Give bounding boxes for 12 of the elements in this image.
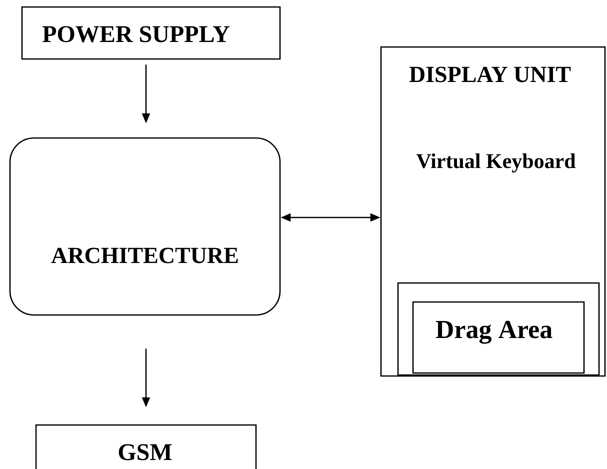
display-box [380, 46, 606, 377]
box-label: POWER SUPPLY [42, 26, 230, 42]
box-label: ARCHITECTURE [51, 248, 238, 264]
label-text: Virtual Keyboard [416, 153, 576, 173]
process-box [21, 6, 281, 60]
box-label: GSM [118, 444, 172, 460]
process-box [35, 424, 257, 469]
box-label: Drag Area [436, 320, 552, 344]
heading-text: DISPLAY UNIT [409, 66, 571, 82]
process-box [412, 301, 585, 374]
process-box [9, 137, 281, 316]
outer-box [397, 282, 600, 376]
